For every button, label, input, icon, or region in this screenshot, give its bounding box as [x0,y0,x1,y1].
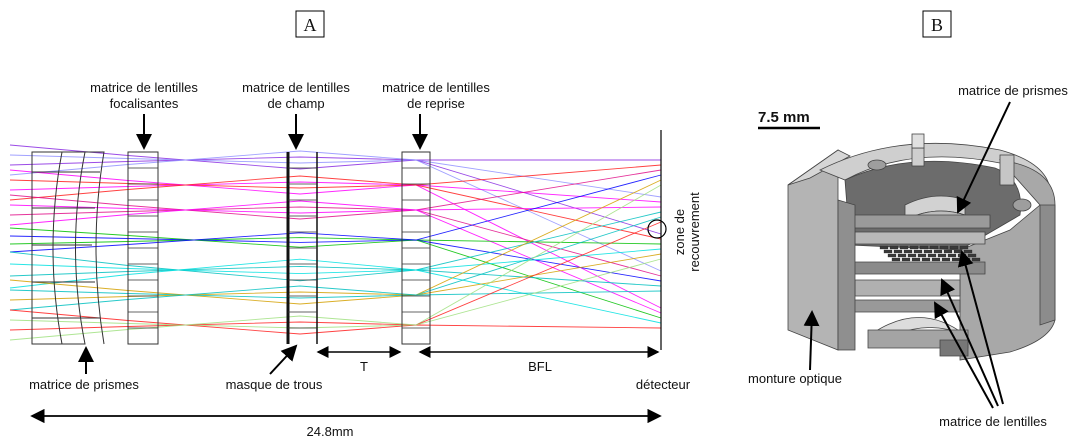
panel-b: B 7.5 mm [748,10,1068,429]
panel-a-tag-box [295,10,325,38]
t-label: T [360,359,368,374]
lens-arrays-arrow-1 [957,250,1004,405]
focusing-array-label-1: matrice de lentilles [90,80,198,95]
bfl-label: BFL [528,359,552,374]
hole-mask-label: masque de trous [226,377,323,392]
panel-a-tag: A [304,15,317,35]
overlap-zone-circle [647,219,667,239]
focusing-lens-array [127,151,159,345]
prism-array-b-label: matrice de prismes [958,83,1068,98]
panel-a: A [9,10,702,439]
lens-arrays-arrow-3 [934,301,994,409]
panel-b-tag: B [931,15,943,35]
ray-bundle [9,144,662,341]
prism-array-label: matrice de prismes [29,377,139,392]
optical-mount-label: monture optique [748,371,842,386]
field-lens-array [286,152,318,344]
prism-array-b-arrow [956,101,1011,214]
prism-array [31,151,105,345]
optical-mount-arrow [803,310,820,371]
focusing-array-label-2: focalisantes [110,96,179,111]
detector-label: détecteur [636,377,691,392]
optical-mount-render [787,133,1056,361]
panel-b-tag-box [922,10,952,38]
relay-array-label-2: de reprise [407,96,465,111]
relay-array-label-1: matrice de lentilles [382,80,490,95]
relay-lens-array [401,151,431,345]
lens-arrays-arrow-2 [940,278,999,407]
field-array-label-1: matrice de lentilles [242,80,350,95]
overlap-zone-label-1: zone de [672,209,687,255]
scale-bar-label: 7.5 mm [758,109,810,126]
lens-arrays-label: matrice de lentilles [939,414,1047,429]
hole-mask-arrow [269,344,298,375]
total-length-label: 24.8mm [307,424,354,439]
overlap-zone-label-2: recouvrement [687,192,702,272]
field-array-label-2: de champ [267,96,324,111]
